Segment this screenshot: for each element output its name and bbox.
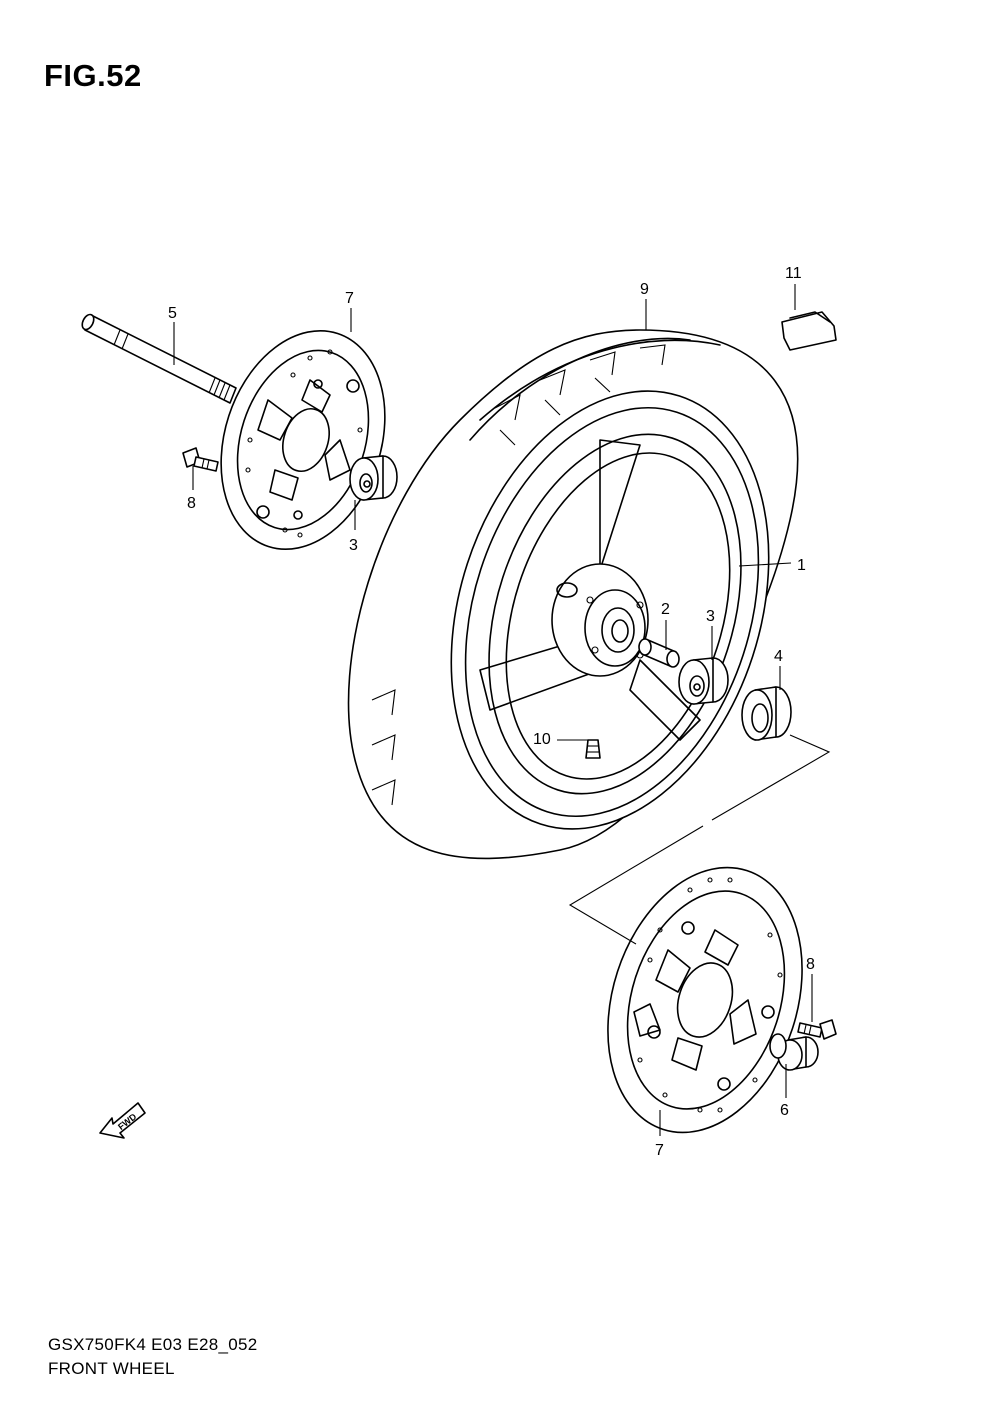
- left-wheel-bearing-part[interactable]: [349, 455, 398, 501]
- left-disc-bolt-part[interactable]: [182, 447, 219, 472]
- callout-7b: 7: [655, 1142, 664, 1159]
- left-brake-disc-part[interactable]: [194, 309, 412, 570]
- balance-weight-part[interactable]: [781, 311, 837, 351]
- dust-seal-part[interactable]: [741, 686, 792, 741]
- callout-5: 5: [168, 305, 177, 322]
- model-code: GSX750FK4 E03 E28_052: [48, 1335, 258, 1354]
- spacer-part[interactable]: [638, 638, 680, 668]
- callout-1: 1: [797, 557, 806, 574]
- callout-leader-lines: [173, 284, 813, 1136]
- callout-3a: 3: [349, 537, 358, 554]
- callout-4: 4: [774, 648, 783, 665]
- callout-11: 11: [785, 265, 802, 282]
- callout-7a: 7: [345, 290, 354, 307]
- callout-3b: 3: [706, 608, 715, 625]
- callout-labels: 1 2 3 3 4 5 6 7 7 8 8 9 10 11: [168, 265, 815, 1159]
- callout-10: 10: [533, 731, 551, 748]
- right-disc-bolt-part[interactable]: [797, 1019, 837, 1040]
- tire-valve-part[interactable]: [585, 739, 601, 759]
- callout-9: 9: [640, 281, 649, 298]
- wheel-rim-part[interactable]: [398, 350, 822, 871]
- callout-2: 2: [661, 601, 670, 618]
- callout-6: 6: [780, 1102, 789, 1119]
- callout-8b: 8: [806, 956, 815, 973]
- right-wheel-bearing-part[interactable]: [678, 657, 729, 705]
- assembly-guide-lines: [568, 734, 831, 945]
- figure-title: FIG.52: [44, 58, 142, 93]
- front-axle-part[interactable]: [80, 313, 237, 404]
- callout-8a: 8: [187, 495, 196, 512]
- right-brake-disc-part[interactable]: [575, 842, 834, 1158]
- section-name: FRONT WHEEL: [48, 1359, 175, 1378]
- wheel-collar-part[interactable]: [769, 1033, 819, 1071]
- forward-direction-arrow: FWD: [99, 1102, 146, 1139]
